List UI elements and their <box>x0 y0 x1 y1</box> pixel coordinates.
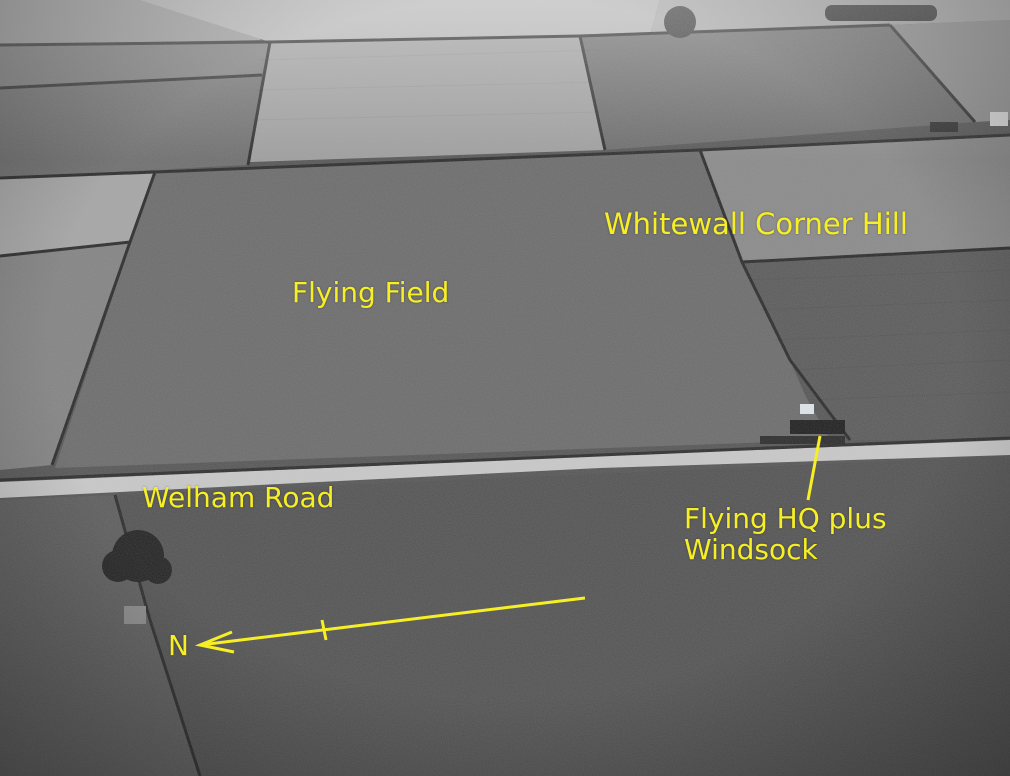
label-north: N <box>168 629 189 662</box>
label-flying-hq: Flying HQ plus Windsock <box>684 503 887 566</box>
label-welham-road: Welham Road <box>142 481 335 514</box>
label-flying-hq-line2: Windsock <box>684 533 818 567</box>
hq-pointer-line <box>806 435 822 501</box>
label-whitewall-corner-hill: Whitewall Corner Hill <box>604 207 908 241</box>
label-flying-hq-line1: Flying HQ plus <box>684 502 887 535</box>
label-flying-field: Flying Field <box>292 276 450 309</box>
north-arrow <box>194 596 586 654</box>
